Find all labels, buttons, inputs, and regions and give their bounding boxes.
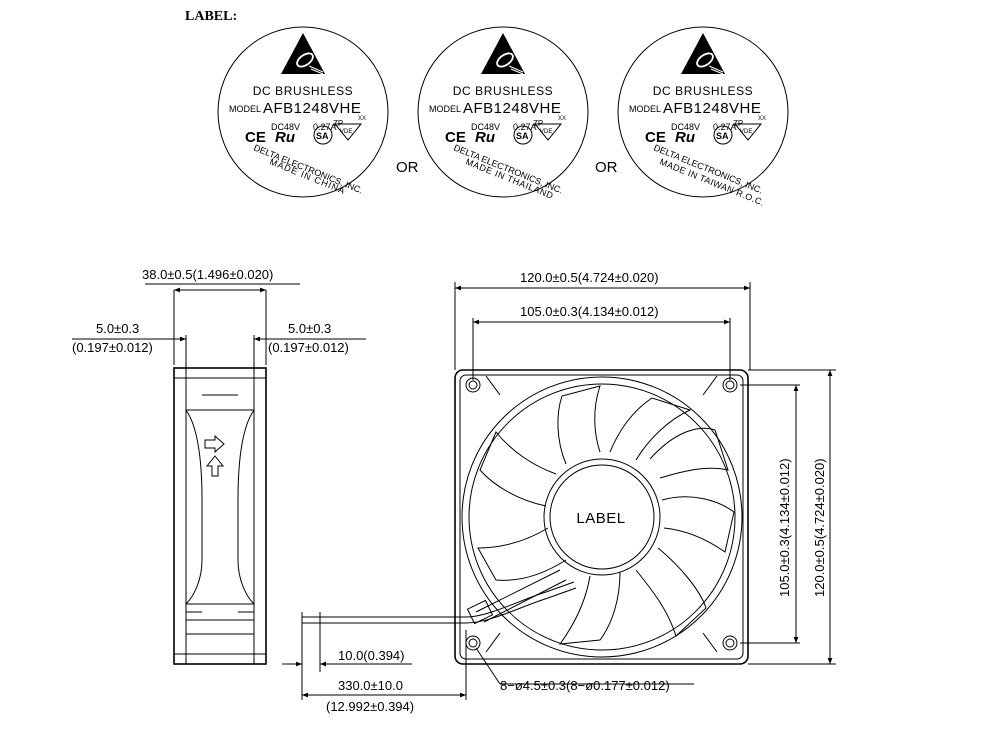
label-current: 0.27A — [713, 122, 737, 132]
label-model-prefix: MODEL — [629, 104, 661, 114]
or-separator-2: OR — [595, 159, 618, 176]
label-variant-taiwan: DC BRUSHLESS MODEL AFB1248VHE DC48V 0.27… — [617, 26, 789, 208]
side-view: 38.0±0.5(1.496±0.020) 5.0±0.3 (0.197±0.0… — [72, 267, 366, 665]
label-variant-thailand: DC BRUSHLESS MODEL AFB1248VHE DC48V 0.27… — [417, 26, 589, 201]
label-voltage: DC48V — [671, 122, 700, 132]
label-heading: LABEL: — [185, 9, 237, 24]
label-current: 0.27A — [313, 122, 337, 132]
label-model-number: AFB1248VHE — [663, 100, 761, 117]
xx-mark: XX — [758, 116, 766, 122]
vde-mark-icon: VDE — [340, 129, 352, 135]
zp-mark: ZP — [533, 119, 543, 128]
front-width-overall: 120.0±0.5(4.724±0.020) — [520, 270, 659, 285]
label-model-prefix: MODEL — [429, 104, 461, 114]
vde-mark-icon: VDE — [740, 129, 752, 135]
hub-label: LABEL — [576, 510, 625, 527]
label-model-prefix: MODEL — [229, 104, 261, 114]
wire-length-mm: 330.0±10.0 — [338, 678, 403, 693]
ce-mark-icon: CE — [645, 129, 666, 146]
wire-length-in: (12.992±0.394) — [326, 699, 414, 714]
label-variant-china: DC BRUSHLESS MODEL AFB1248VHE DC48V 0.27… — [217, 26, 389, 198]
label-line-1: DC BRUSHLESS — [453, 84, 554, 98]
ce-mark-icon: CE — [445, 129, 466, 146]
side-flange-right-mm: 5.0±0.3 — [288, 321, 331, 336]
ul-mark-icon: Ru — [275, 129, 295, 146]
xx-mark: XX — [358, 116, 366, 122]
label-line-1: DC BRUSHLESS — [253, 84, 354, 98]
lead-wire: 10.0(0.394) 330.0±10.0 (12.992±0.394) — [282, 581, 577, 714]
rotation-arrow-icon — [205, 455, 225, 477]
front-height-overall: 120.0±0.5(4.724±0.020) — [812, 458, 827, 597]
label-line-1: DC BRUSHLESS — [653, 84, 754, 98]
side-flange-right-in: (0.197±0.012) — [268, 340, 349, 355]
label-model-number: AFB1248VHE — [263, 100, 361, 117]
label-voltage: DC48V — [271, 122, 300, 132]
front-view: 120.0±0.5(4.724±0.020) 105.0±0.3(4.134±0… — [454, 270, 836, 693]
label-current: 0.27A — [513, 122, 537, 132]
front-height-hole-spacing: 105.0±0.3(4.134±0.012) — [777, 458, 792, 597]
csa-mark-icon: SA — [716, 131, 729, 141]
front-hole-spacing: 105.0±0.3(4.134±0.012) — [520, 304, 659, 319]
ce-mark-icon: CE — [245, 129, 266, 146]
or-separator-1: OR — [396, 159, 419, 176]
mounting-hole-callout: 8−ø4.5±0.3(8−ø0.177±0.012) — [500, 678, 670, 693]
ul-mark-icon: Ru — [475, 129, 495, 146]
ul-mark-icon: Ru — [675, 129, 695, 146]
side-flange-left-in: (0.197±0.012) — [72, 340, 153, 355]
side-depth-dimension: 38.0±0.5(1.496±0.020) — [142, 267, 273, 282]
label-maker: DELTA ELECTRONICS, INC. — [252, 143, 364, 196]
label-model-number: AFB1248VHE — [463, 100, 561, 117]
airflow-arrow-icon — [204, 434, 225, 454]
zp-mark: ZP — [333, 119, 343, 128]
csa-mark-icon: SA — [516, 131, 529, 141]
side-flange-left-mm: 5.0±0.3 — [96, 321, 139, 336]
xx-mark: XX — [558, 116, 566, 122]
vde-mark-icon: VDE — [540, 129, 552, 135]
wire-strip-dimension: 10.0(0.394) — [338, 648, 405, 663]
csa-mark-icon: SA — [316, 131, 329, 141]
zp-mark: ZP — [733, 119, 743, 128]
label-voltage: DC48V — [471, 122, 500, 132]
